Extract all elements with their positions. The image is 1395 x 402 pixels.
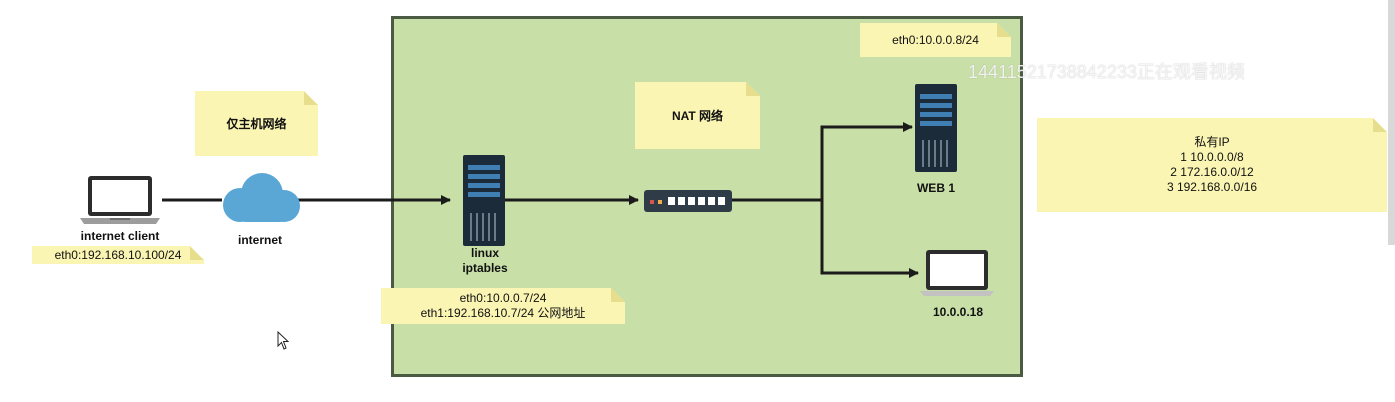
private-ip-note: 私有IP 1 10.0.0.0/8 2 172.16.0.0/12 3 192.… bbox=[1037, 118, 1387, 212]
mouse-cursor-icon bbox=[277, 331, 290, 350]
client-eth0-note: eth0:192.168.10.100/24 bbox=[32, 246, 204, 264]
window-edge bbox=[1388, 0, 1395, 245]
server-icon bbox=[915, 84, 957, 172]
client-label: internet client bbox=[80, 229, 160, 243]
web1-eth0-note: eth0:10.0.0.8/24 bbox=[860, 23, 1011, 57]
host-only-note: 仅主机网络 bbox=[195, 91, 318, 156]
server-icon bbox=[463, 155, 505, 246]
switch-icon bbox=[644, 190, 732, 212]
nat-network-note: NAT 网络 bbox=[635, 82, 760, 149]
internet-label: internet bbox=[237, 233, 282, 247]
linux-iptables-label: linux iptables bbox=[462, 246, 508, 275]
laptop-icon bbox=[920, 250, 994, 296]
linux-interfaces-note: eth0:10.0.0.7/24 eth1:192.168.10.7/24 公网… bbox=[381, 288, 625, 324]
viewer-watermark: 14411521738842233正在观看视频 bbox=[968, 62, 1245, 82]
web1-label: WEB 1 bbox=[916, 181, 955, 195]
laptop-icon bbox=[80, 176, 160, 224]
link-junction-web1 bbox=[820, 122, 913, 200]
cloud-icon bbox=[223, 173, 300, 222]
host-10-0-0-18-label: 10.0.0.18 bbox=[932, 305, 984, 319]
link-junction-host18 bbox=[820, 200, 919, 278]
